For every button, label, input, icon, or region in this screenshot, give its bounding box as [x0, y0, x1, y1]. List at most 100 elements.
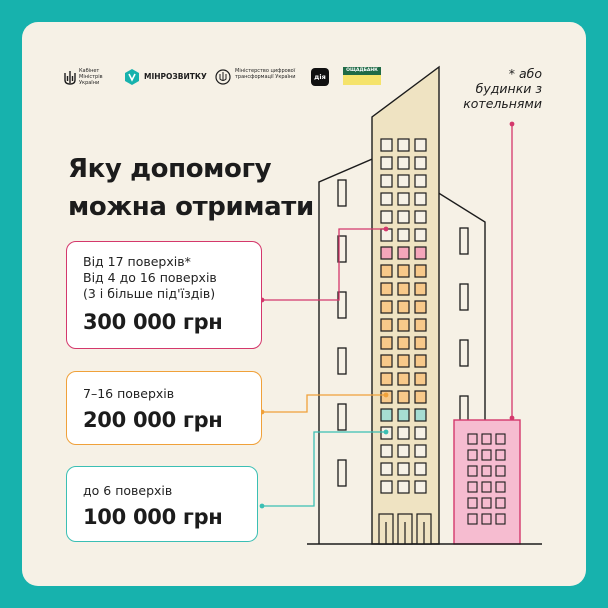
- infographic-card: Кабінет Міністрів України МІНРОЗВИТКУ Мі…: [22, 22, 586, 586]
- right-building-window: [459, 395, 469, 423]
- boiler-window: [467, 497, 478, 509]
- tower-window: [380, 156, 393, 170]
- tower-window: [397, 228, 410, 242]
- boiler-window: [467, 449, 478, 461]
- tower-window: [397, 336, 410, 350]
- boiler-window: [481, 497, 492, 509]
- page-title: Яку допомогу можна отримати: [68, 150, 314, 226]
- emblem-icon: [215, 68, 231, 90]
- tower-window: [380, 444, 393, 458]
- tower-window: [380, 408, 393, 422]
- tower-window: [397, 282, 410, 296]
- tower-window: [414, 354, 427, 368]
- tower-window: [414, 156, 427, 170]
- logo-diia: дія: [311, 68, 329, 86]
- tower-window: [397, 372, 410, 386]
- tier-100k-amount: 100 000 грн: [83, 505, 223, 529]
- tier-300k-line-3: (3 і більше під'їздів): [83, 286, 216, 301]
- tier-300k-box: Від 17 поверхів* Від 4 до 16 поверхів (3…: [66, 241, 262, 349]
- hexagon-icon: [124, 68, 140, 90]
- connector-300k: [262, 228, 386, 301]
- tower-window: [380, 282, 393, 296]
- tower-window: [397, 426, 410, 440]
- right-building-window: [459, 227, 469, 255]
- tower-window: [414, 282, 427, 296]
- footnote-line-3: котельнями: [463, 96, 542, 111]
- tier-200k-line-1: 7–16 поверхів: [83, 386, 175, 401]
- tower-window: [380, 246, 393, 260]
- boiler-window: [495, 433, 506, 445]
- left-building-window: [337, 291, 347, 319]
- tower-window: [380, 138, 393, 152]
- tower-window: [414, 300, 427, 314]
- boiler-window: [467, 513, 478, 525]
- mincifra-label: Міністерство цифрової трансформації Укра…: [235, 68, 296, 80]
- boiler-window: [481, 433, 492, 445]
- tower-window: [397, 390, 410, 404]
- boiler-window: [467, 481, 478, 493]
- tower-window: [397, 246, 410, 260]
- oschadbank-label: ОЩАДБАНК: [346, 68, 378, 73]
- tower-window: [397, 264, 410, 278]
- tier-300k-line-2: Від 4 до 16 поверхів: [83, 270, 217, 285]
- tower-window: [414, 246, 427, 260]
- tower-window: [397, 408, 410, 422]
- logo-cabinet: Кабінет Міністрів України: [64, 68, 116, 90]
- tower-window: [397, 480, 410, 494]
- tower-window: [380, 174, 393, 188]
- tower-window: [397, 174, 410, 188]
- boiler-window: [495, 481, 506, 493]
- tower-window: [380, 480, 393, 494]
- tower-window: [414, 336, 427, 350]
- connector-100k: [262, 431, 386, 507]
- left-building-window: [337, 403, 347, 431]
- tower-window: [397, 192, 410, 206]
- tower-window: [414, 462, 427, 476]
- tower-window: [397, 210, 410, 224]
- boiler-window: [481, 513, 492, 525]
- tower-window: [380, 264, 393, 278]
- tower-window: [414, 228, 427, 242]
- tower-window: [380, 336, 393, 350]
- boiler-window: [495, 513, 506, 525]
- tower-window: [414, 390, 427, 404]
- footnote-line-2: будинки з: [475, 81, 542, 96]
- tower-window: [380, 210, 393, 224]
- footnote-line-1: * або: [508, 66, 542, 81]
- tier-100k-line-1: до 6 поверхів: [83, 483, 173, 498]
- right-building-window: [459, 283, 469, 311]
- tower-window: [397, 354, 410, 368]
- tier-200k-amount: 200 000 грн: [83, 408, 223, 432]
- trident-icon: [64, 70, 76, 90]
- tower-window: [414, 192, 427, 206]
- tower-window: [397, 462, 410, 476]
- buildings-illustration: [259, 65, 542, 545]
- tower-window: [414, 408, 427, 422]
- tower-window: [397, 300, 410, 314]
- tower-window: [414, 372, 427, 386]
- connector-200k: [262, 394, 386, 413]
- tower-window: [414, 480, 427, 494]
- logo-mincifra: Міністерство цифрової трансформації Укра…: [215, 67, 315, 89]
- minrozvytku-label: МІНРОЗВИТКУ: [144, 72, 207, 81]
- tower-window: [397, 318, 410, 332]
- tower-window: [397, 138, 410, 152]
- tower-window: [380, 462, 393, 476]
- boiler-window: [481, 481, 492, 493]
- left-building-window: [337, 347, 347, 375]
- tower-window: [414, 210, 427, 224]
- tier-100k-box: до 6 поверхів 100 000 грн: [66, 466, 258, 542]
- tower-window: [414, 174, 427, 188]
- left-building-window: [337, 179, 347, 207]
- tier-300k-line-1: Від 17 поверхів*: [83, 254, 191, 269]
- boiler-window: [495, 465, 506, 477]
- tower-window: [380, 318, 393, 332]
- boiler-window: [495, 497, 506, 509]
- boiler-window: [467, 465, 478, 477]
- tower-window: [414, 444, 427, 458]
- left-building-window: [337, 235, 347, 263]
- tower-window: [414, 318, 427, 332]
- tower-window: [380, 192, 393, 206]
- boiler-window: [467, 433, 478, 445]
- tower-window: [397, 156, 410, 170]
